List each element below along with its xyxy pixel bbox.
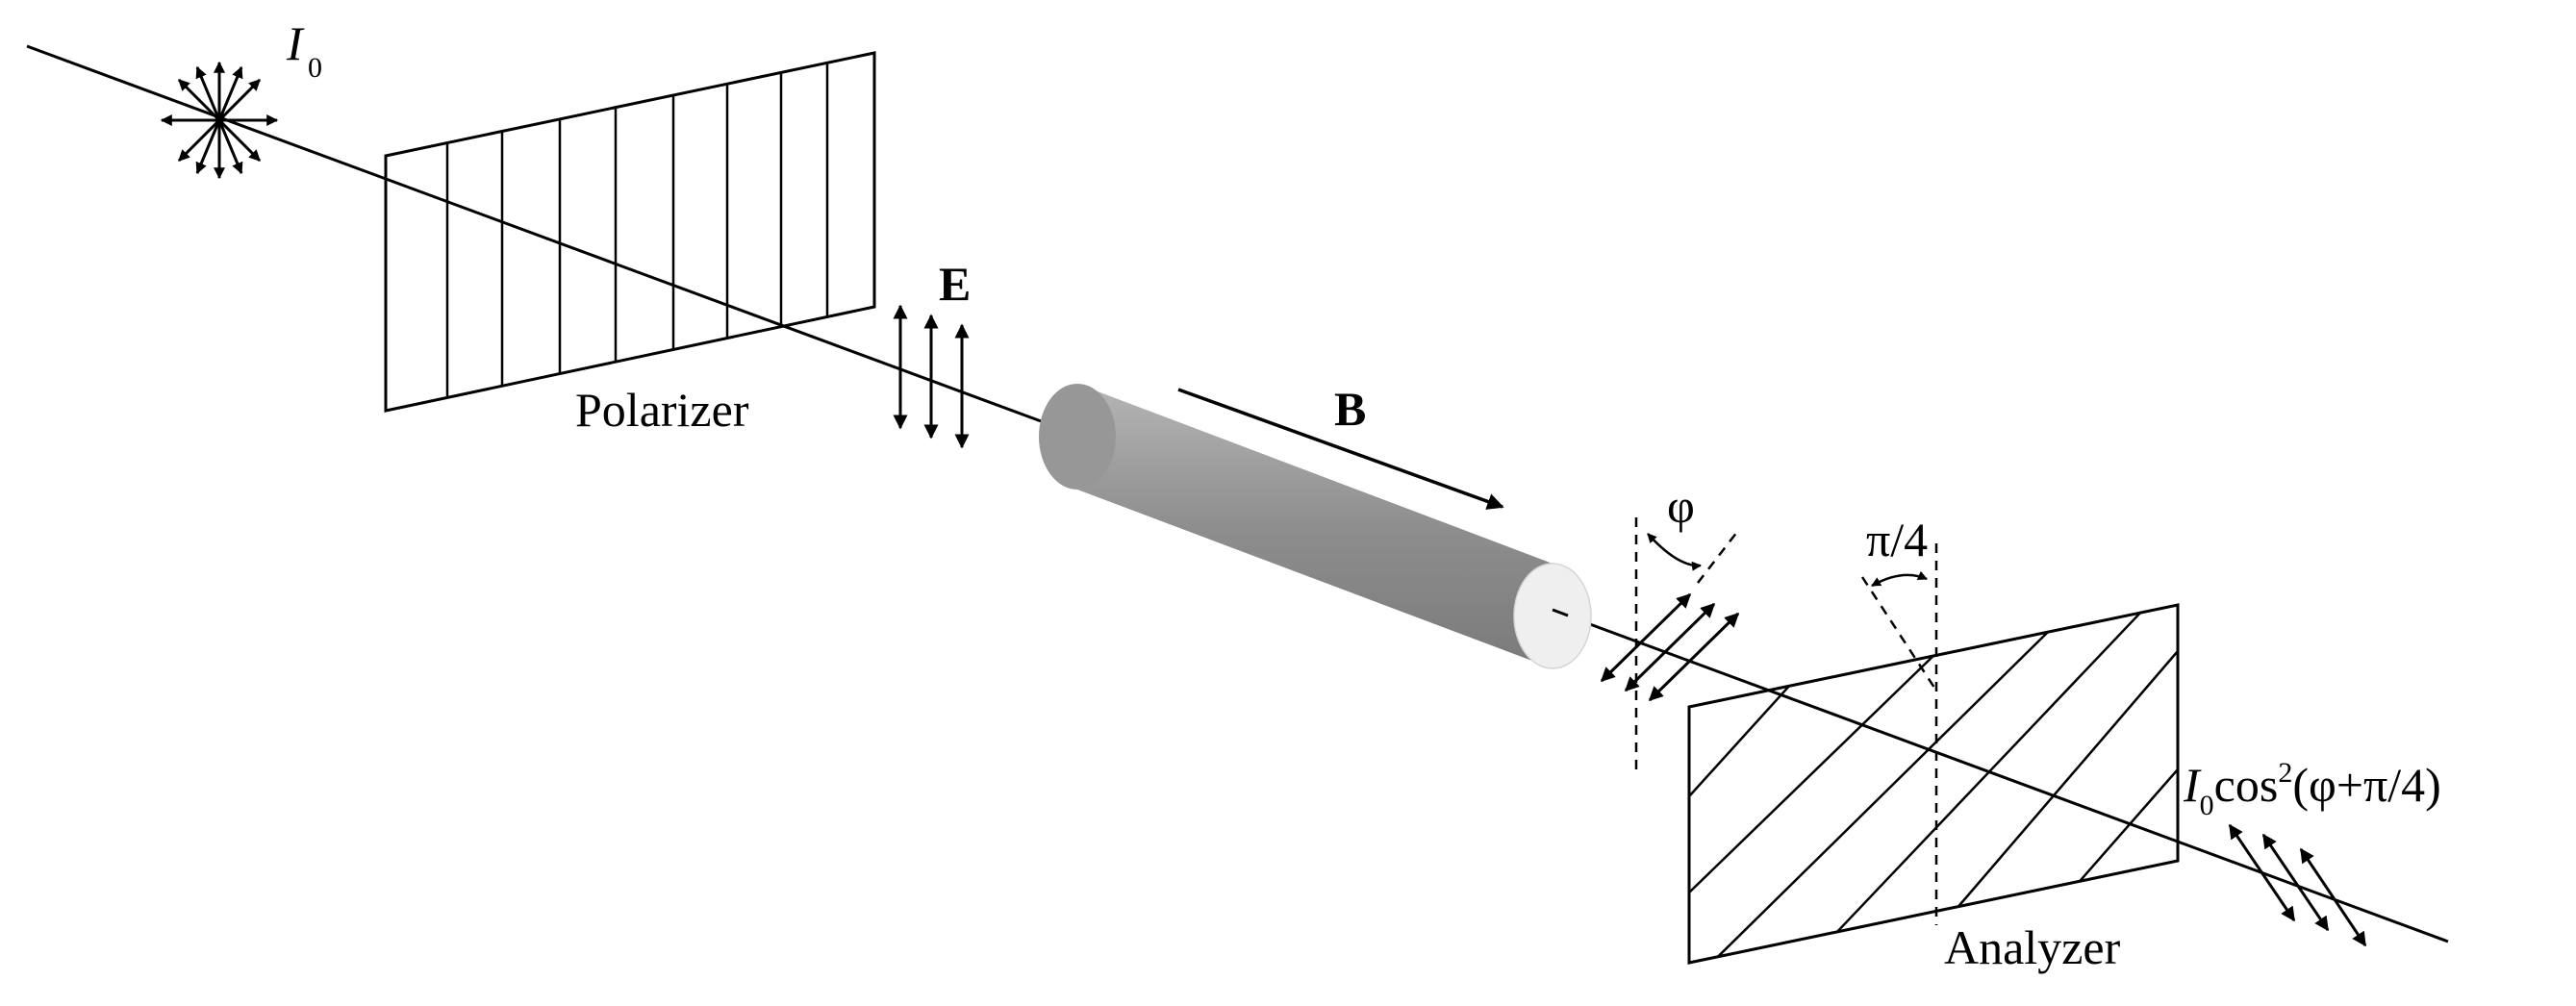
analyzer-plate (1687, 603, 2180, 965)
polarizer-label: Polarizer (575, 383, 749, 437)
b-field-label: B (1334, 382, 1366, 436)
source-intensity-subscript: 0 (308, 52, 322, 84)
source-intensity-symbol: I (286, 16, 305, 70)
analyzer-label: Analyzer (1944, 920, 2121, 974)
e-field-arrows (893, 304, 970, 449)
polarizer-plate (384, 51, 876, 413)
rod-end-face (1513, 563, 1592, 669)
pi4-label: π/4 (1866, 513, 1928, 566)
output-intensity-label: I0cos2(φ+π/4) (2183, 757, 2441, 821)
pi4-angle-marker (1860, 543, 1938, 925)
e-field-label: E (939, 257, 971, 311)
rotated-e-arrows (1600, 592, 1740, 702)
b-field-arrow (1177, 388, 1504, 510)
unpolarized-source-arrows (160, 61, 279, 180)
phi-label: φ (1667, 479, 1695, 533)
output-e-arrows (2228, 823, 2367, 947)
magneto-optic-rod (1039, 384, 1592, 669)
polarizer-grating (445, 63, 829, 398)
